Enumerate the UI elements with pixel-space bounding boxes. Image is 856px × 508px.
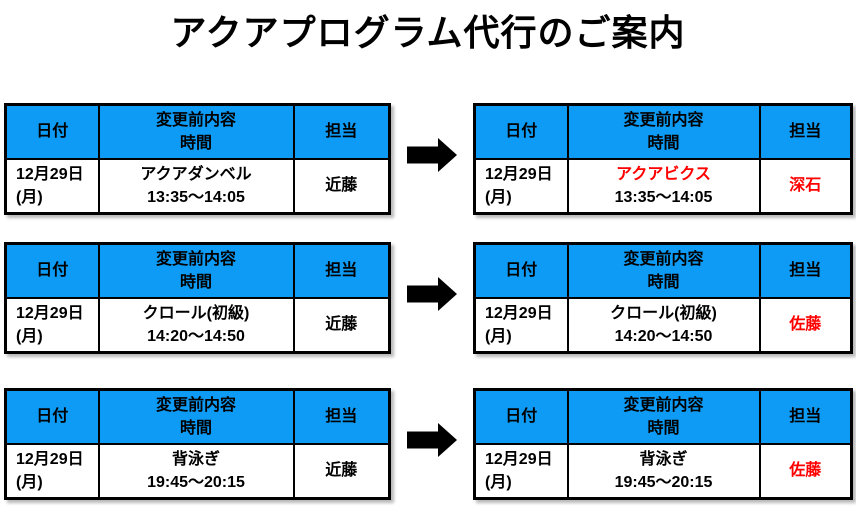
col-header-staff: 担当 xyxy=(292,103,391,160)
col-header-content: 変更前内容時間 xyxy=(566,103,761,160)
staff-cell: 近藤 xyxy=(292,157,391,215)
date-cell: 12月29日(月) xyxy=(473,296,569,354)
content-cell: アクアビクス 13:35～14:05 xyxy=(566,157,761,215)
program-name: クロール(初級) xyxy=(610,304,717,322)
col-header-staff: 担当 xyxy=(758,103,853,160)
right-arrow-icon xyxy=(407,138,457,172)
table-row: 12月29日(月) クロール(初級) 14:20～14:50 佐藤 xyxy=(473,296,853,354)
col-header-date: 日付 xyxy=(473,103,569,160)
col-header-staff: 担当 xyxy=(758,388,853,445)
staff-name-changed: 佐藤 xyxy=(789,316,822,334)
program-name: クロール(初級) xyxy=(142,304,250,322)
table-after-1: 日付 変更前内容時間 担当 12月29日(月) アクアビクス 13:35～14:0… xyxy=(473,103,853,215)
content-cell: アクアダンベル 13:35～14:05 xyxy=(97,157,295,215)
col-header-staff: 担当 xyxy=(292,388,391,445)
time-range: 13:35～14:05 xyxy=(614,188,713,206)
header-row: 日付 変更前内容時間 担当 xyxy=(4,242,391,299)
col-header-date: 日付 xyxy=(473,242,569,299)
table-after-3: 日付 変更前内容時間 担当 12月29日(月) 背泳ぎ 19:45～20:15 佐… xyxy=(473,388,853,500)
schedule-pair-3: 日付 変更前内容時間 担当 12月29日(月) 背泳ぎ 19:45～20:15 近… xyxy=(4,388,853,500)
time-range: 14:20～14:50 xyxy=(614,327,713,345)
table-row: 12月29日(月) クロール(初級) 14:20～14:50 近藤 xyxy=(4,296,391,354)
arrow-zone xyxy=(391,103,473,215)
col-header-date: 日付 xyxy=(4,103,100,160)
program-name: 背泳ぎ xyxy=(171,450,220,468)
program-name: アクアダンベル xyxy=(140,165,252,183)
table-row: 12月29日(月) 背泳ぎ 19:45～20:15 佐藤 xyxy=(473,442,853,500)
col-header-staff: 担当 xyxy=(292,242,391,299)
program-name-changed: アクアビクス xyxy=(616,165,711,183)
staff-cell: 近藤 xyxy=(292,442,391,500)
staff-name-changed: 深石 xyxy=(789,177,822,195)
right-arrow-icon xyxy=(407,423,457,457)
staff-cell: 佐藤 xyxy=(758,442,853,500)
col-header-content: 変更前内容時間 xyxy=(566,242,761,299)
table-before-2: 日付 変更前内容時間 担当 12月29日(月) クロール(初級) 14:20～14… xyxy=(4,242,391,354)
time-range: 14:20～14:50 xyxy=(147,327,245,345)
col-header-date: 日付 xyxy=(4,388,100,445)
col-header-content: 変更前内容時間 xyxy=(97,242,295,299)
header-row: 日付 変更前内容時間 担当 xyxy=(473,242,853,299)
date-cell: 12月29日(月) xyxy=(4,442,100,500)
staff-cell: 近藤 xyxy=(292,296,391,354)
table-after-2: 日付 変更前内容時間 担当 12月29日(月) クロール(初級) 14:20～14… xyxy=(473,242,853,354)
time-range: 13:35～14:05 xyxy=(147,188,245,206)
col-header-staff: 担当 xyxy=(758,242,853,299)
content-cell: クロール(初級) 14:20～14:50 xyxy=(97,296,295,354)
arrow-zone xyxy=(391,388,473,500)
staff-name-changed: 佐藤 xyxy=(789,462,822,480)
staff-cell: 佐藤 xyxy=(758,296,853,354)
col-header-content: 変更前内容時間 xyxy=(97,388,295,445)
col-header-content: 変更前内容時間 xyxy=(566,388,761,445)
header-row: 日付 変更前内容時間 担当 xyxy=(473,103,853,160)
arrow-zone xyxy=(391,242,473,354)
date-cell: 12月29日(月) xyxy=(473,157,569,215)
date-cell: 12月29日(月) xyxy=(4,296,100,354)
page-title: アクアプログラム代行のご案内 xyxy=(170,12,686,53)
staff-cell: 深石 xyxy=(758,157,853,215)
table-row: 12月29日(月) アクアダンベル 13:35～14:05 近藤 xyxy=(4,157,391,215)
right-arrow-icon xyxy=(407,277,457,311)
date-cell: 12月29日(月) xyxy=(473,442,569,500)
content-cell: クロール(初級) 14:20～14:50 xyxy=(566,296,761,354)
date-cell: 12月29日(月) xyxy=(4,157,100,215)
header-row: 日付 変更前内容時間 担当 xyxy=(4,388,391,445)
table-before-1: 日付 変更前内容時間 担当 12月29日(月) アクアダンベル 13:35～14:… xyxy=(4,103,391,215)
header-row: 日付 変更前内容時間 担当 xyxy=(473,388,853,445)
schedule-pair-2: 日付 変更前内容時間 担当 12月29日(月) クロール(初級) 14:20～14… xyxy=(4,242,853,354)
table-row: 12月29日(月) アクアビクス 13:35～14:05 深石 xyxy=(473,157,853,215)
time-range: 19:45～20:15 xyxy=(147,473,245,491)
col-header-content: 変更前内容時間 xyxy=(97,103,295,160)
content-cell: 背泳ぎ 19:45～20:15 xyxy=(97,442,295,500)
col-header-date: 日付 xyxy=(4,242,100,299)
schedule-pair-1: 日付 変更前内容時間 担当 12月29日(月) アクアダンベル 13:35～14:… xyxy=(4,103,853,215)
table-row: 12月29日(月) 背泳ぎ 19:45～20:15 近藤 xyxy=(4,442,391,500)
col-header-date: 日付 xyxy=(473,388,569,445)
header-row: 日付 変更前内容時間 担当 xyxy=(4,103,391,160)
time-range: 19:45～20:15 xyxy=(614,473,713,491)
program-name: 背泳ぎ xyxy=(639,450,688,468)
content-cell: 背泳ぎ 19:45～20:15 xyxy=(566,442,761,500)
table-before-3: 日付 変更前内容時間 担当 12月29日(月) 背泳ぎ 19:45～20:15 近… xyxy=(4,388,391,500)
